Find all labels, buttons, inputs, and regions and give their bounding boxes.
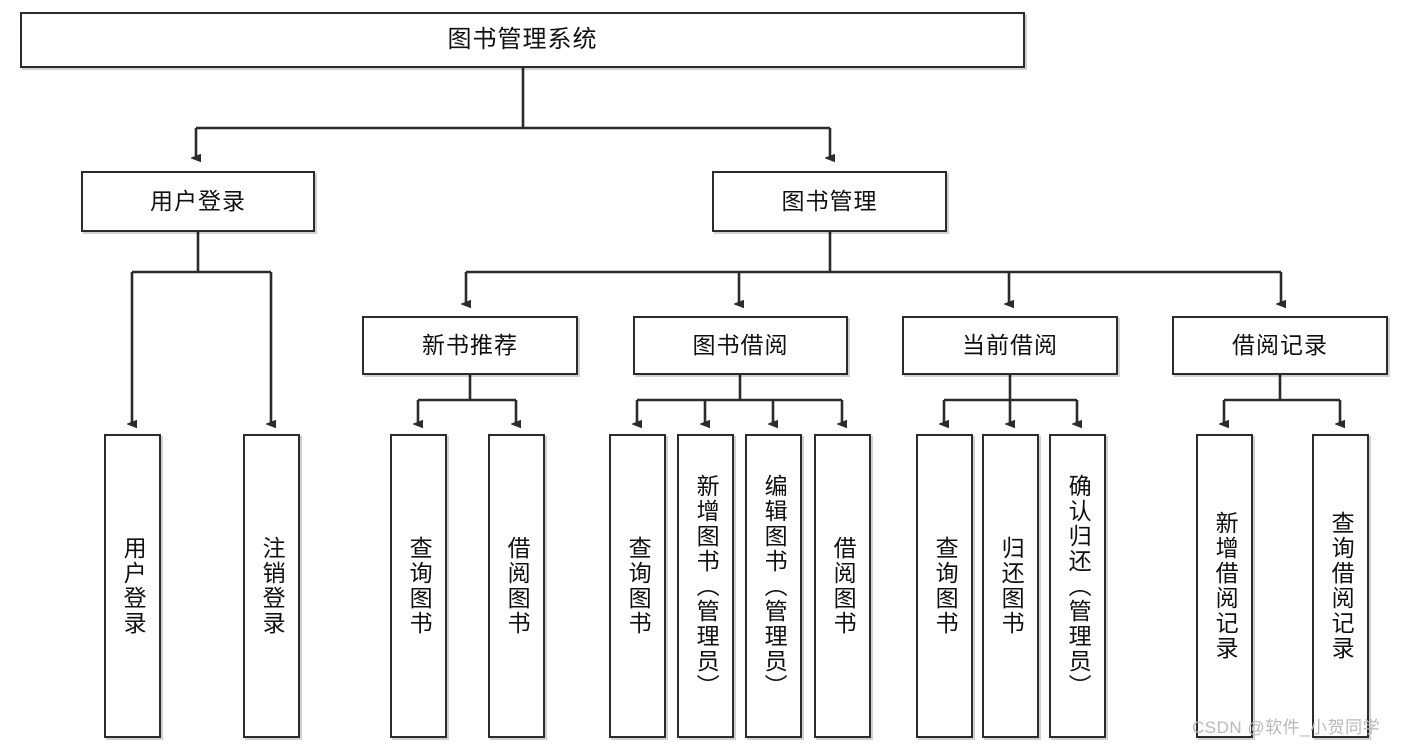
node-label: 图书借阅 [692,331,789,358]
leaf-records-query-record[interactable]: 查询借阅记录 [1312,434,1369,738]
node-user-login[interactable]: 用户登录 [81,171,315,232]
leaf-borrow-edit-book-admin[interactable]: 编辑图书（管理员） [745,434,802,738]
leaf-current-return-book[interactable]: 归还图书 [982,434,1039,738]
node-root-book-management-system[interactable]: 图书管理系统 [20,12,1025,68]
leaf-borrow-add-book-admin[interactable]: 新增图书（管理员） [677,434,734,738]
leaf-records-add-record[interactable]: 新增借阅记录 [1196,434,1253,738]
node-borrow-records[interactable]: 借阅记录 [1172,316,1388,375]
node-book-borrow[interactable]: 图书借阅 [633,316,848,375]
leaf-current-query-book[interactable]: 查询图书 [916,434,973,738]
node-current-borrow[interactable]: 当前借阅 [902,316,1118,375]
node-label: 查询图书 [932,536,959,636]
leaf-user-login-signout[interactable]: 注销登录 [243,434,300,738]
node-new-book-recommend[interactable]: 新书推荐 [362,316,578,375]
watermark-csdn: CSDN @软件_小贺同学 [1192,718,1381,737]
node-label: 查询借阅记录 [1328,511,1355,661]
node-label: 图书管理系统 [447,25,598,53]
node-label: 图书管理 [781,187,878,214]
leaf-borrow-query-book[interactable]: 查询图书 [609,434,666,738]
leaf-new-book-query-book[interactable]: 查询图书 [390,434,447,738]
node-label: 编辑图书（管理员） [761,473,788,699]
node-label: 新书推荐 [422,331,518,358]
node-label: 借阅图书 [504,536,531,636]
node-label: 借阅图书 [830,536,857,636]
leaf-current-confirm-return-admin[interactable]: 确认归还（管理员） [1049,434,1106,738]
node-label: 新增图书（管理员） [693,473,720,699]
leaf-borrow-borrow-book[interactable]: 借阅图书 [814,434,871,738]
node-label: 注销登录 [259,536,286,636]
node-label: 查询图书 [406,536,433,636]
node-label: 当前借阅 [962,331,1058,358]
node-label: 新增借阅记录 [1212,511,1239,661]
leaf-new-book-borrow-book[interactable]: 借阅图书 [488,434,545,738]
node-label: 用户登录 [120,536,147,636]
node-label: 用户登录 [150,187,246,214]
node-label: 确认归还（管理员） [1065,473,1092,699]
node-label: 借阅记录 [1232,331,1328,358]
node-book-management[interactable]: 图书管理 [712,171,947,232]
node-label: 归还图书 [998,536,1025,636]
node-label: 查询图书 [625,536,652,636]
leaf-user-login-signin[interactable]: 用户登录 [104,434,161,738]
